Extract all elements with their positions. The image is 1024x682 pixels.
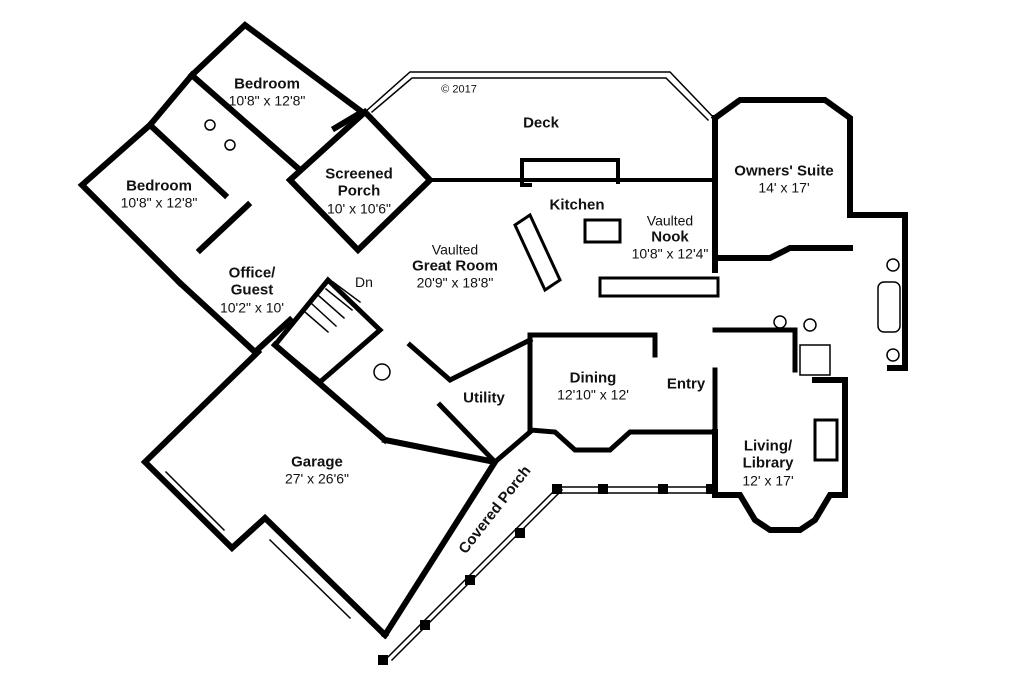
bedroom-top-walls <box>145 21 368 175</box>
living-library-walls <box>712 377 848 533</box>
bath-fixtures <box>204 119 901 381</box>
room-label-deck: Deck <box>523 114 559 131</box>
screened-porch-name-1: Screened <box>325 165 393 183</box>
kitchen-name: Kitchen <box>549 196 605 214</box>
room-label-kitchen: Kitchen <box>549 196 604 213</box>
owners-suite-dim: 14' x 17' <box>758 179 810 196</box>
room-label-nook: Vaulted Nook 10'8" x 12'4" <box>632 212 709 261</box>
covered-porch-outline <box>383 486 716 662</box>
great-room-prefix: Vaulted <box>431 241 479 258</box>
great-room-dim: 20'9" x 18'8" <box>416 274 494 291</box>
room-label-entry: Entry <box>667 375 705 392</box>
dining-name: Dining <box>569 369 617 387</box>
utility-walls <box>406 336 534 466</box>
room-label-bedroom-top: Bedroom 10'8" x 12'8" <box>229 75 306 108</box>
room-label-great-room: Vaulted Great Room 20'9" x 18'8" <box>412 241 498 290</box>
bedroom-top-name: Bedroom <box>234 75 300 93</box>
room-label-utility: Utility <box>463 389 505 406</box>
great-room-walls <box>428 158 717 187</box>
room-label-office-guest: Office/ Guest 10'2" x 10' <box>220 265 284 316</box>
office-guest-name-1: Office/ <box>228 264 276 282</box>
bedroom-top-dim: 10'8" x 12'8" <box>228 92 306 109</box>
copyright-label: © 2017 <box>441 83 477 96</box>
dining-dim: 12'10" x 12' <box>557 386 629 403</box>
deck-outline <box>363 71 716 122</box>
bedroom-left-walls <box>77 120 230 288</box>
nook-name: Nook <box>651 228 689 246</box>
living-library-name-2: Library <box>742 454 794 472</box>
screened-porch-dim: 10' x 10'6" <box>326 200 392 217</box>
kitchen-counter <box>513 212 720 298</box>
bedroom-left-dim: 10'8" x 12'8" <box>120 194 198 211</box>
porch-columns <box>378 484 716 665</box>
stair-label: Dn <box>355 274 373 290</box>
room-label-living-library: Living/ Library 12' x 17' <box>742 438 793 489</box>
garage-walls <box>140 340 500 640</box>
garage-door <box>160 470 352 620</box>
bedroom-left-name: Bedroom <box>126 177 192 195</box>
fireplace <box>813 418 839 462</box>
utility-name: Utility <box>463 389 505 407</box>
garage-name: Garage <box>291 453 343 471</box>
screened-porch-name-2: Porch <box>337 182 381 200</box>
dining-walls <box>527 332 675 453</box>
room-label-dining: Dining 12'10" x 12' <box>557 369 629 402</box>
room-label-garage: Garage 27' x 26'6" <box>285 453 349 486</box>
nook-dim: 10'8" x 12'4" <box>631 245 709 262</box>
stair-dn: Dn <box>355 273 373 290</box>
owners-suite-walls <box>710 97 908 371</box>
nook-prefix: Vaulted <box>646 212 694 229</box>
entry-name: Entry <box>666 375 706 393</box>
office-guest-dim: 10'2" x 10' <box>219 299 285 316</box>
room-label-screened-porch: Screened Porch 10' x 10'6" <box>325 166 393 217</box>
stair-treads <box>303 280 362 334</box>
living-library-dim: 12' x 17' <box>742 472 794 489</box>
room-label-bedroom-left: Bedroom 10'8" x 12'8" <box>121 177 198 210</box>
living-library-name-1: Living/ <box>743 437 793 455</box>
great-room-name: Great Room <box>412 257 498 275</box>
owners-suite-name: Owners' Suite <box>734 162 834 180</box>
office-guest-name-2: Guest <box>230 281 274 299</box>
garage-dim: 27' x 26'6" <box>284 470 350 487</box>
room-label-owners-suite: Owners' Suite 14' x 17' <box>734 162 833 195</box>
deck-name: Deck <box>523 114 559 132</box>
